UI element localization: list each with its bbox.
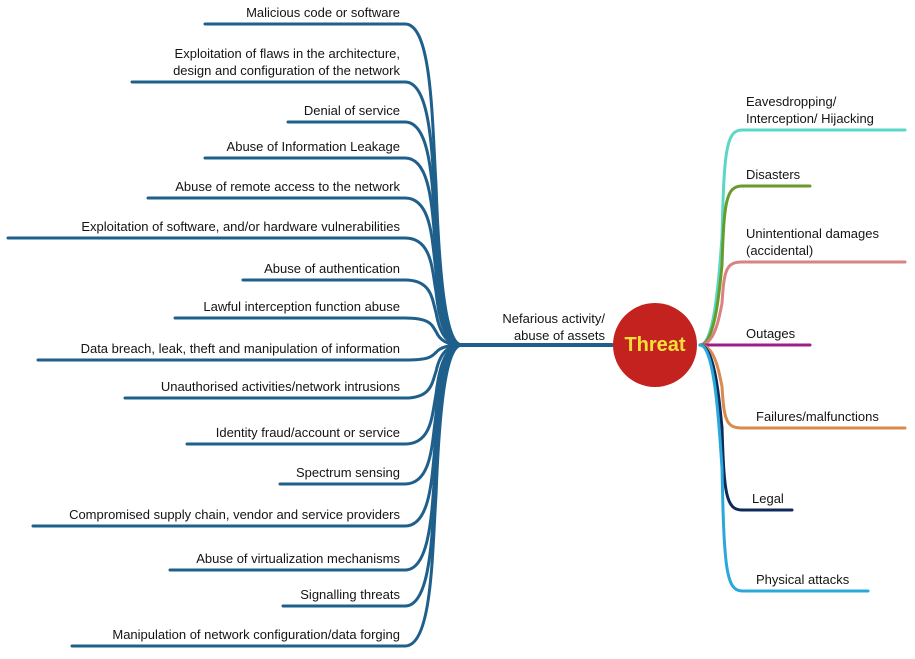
leaf-connector	[70, 343, 464, 648]
threat-category: Disasters	[746, 167, 801, 182]
category-line	[698, 184, 812, 347]
threat-item: Abuse of authentication	[264, 261, 400, 276]
threat-item: Abuse of Information Leakage	[226, 139, 400, 154]
threat-item: Identity fraud/account or service	[215, 425, 400, 440]
threat-item: Abuse of remote access to the network	[175, 179, 400, 194]
threat-item: Spectrum sensing	[295, 465, 400, 480]
threat-item: Lawful interception function abuse	[203, 299, 400, 314]
threat-item: Manipulation of network configuration/da…	[112, 627, 400, 642]
leaf-connector	[241, 278, 464, 347]
threat-item: Abuse of virtualization mechanisms	[196, 551, 400, 566]
threat-item: Data breach, leak, theft and manipulatio…	[80, 341, 400, 356]
threat-category: Eavesdropping/ Interception/ Hijacking	[746, 94, 874, 126]
threat-category: Unintentional damages (accidental)	[746, 226, 879, 258]
threat-item: Compromised supply chain, vendor and ser…	[69, 507, 400, 522]
threat-item: Denial of service	[303, 103, 400, 118]
threat-item: Malicious code or software	[246, 5, 400, 20]
threat-category: Physical attacks	[756, 572, 850, 587]
threat-category: Failures/malfunctions	[756, 409, 879, 424]
leaf-connector	[36, 343, 464, 362]
leaf-connector	[6, 236, 464, 347]
threat-category: Outages	[746, 326, 796, 341]
category-line	[698, 343, 794, 512]
leaf-connector	[173, 316, 464, 347]
category-line	[698, 343, 870, 593]
threat-item: Signalling threats	[300, 587, 400, 602]
center-node: Threat	[613, 303, 697, 387]
threat-item: Exploitation of flaws in the architectur…	[173, 46, 400, 78]
category-line	[698, 343, 907, 430]
category-line	[698, 260, 907, 347]
branch-label-nefarious: Nefarious activity/ abuse of assets	[502, 311, 605, 343]
threat-item: Unauthorised activities/network intrusio…	[160, 379, 400, 394]
threat-category: Legal	[752, 491, 784, 506]
threat-item: Exploitation of software, and/or hardwar…	[81, 219, 400, 234]
center-label: Threat	[624, 333, 686, 356]
